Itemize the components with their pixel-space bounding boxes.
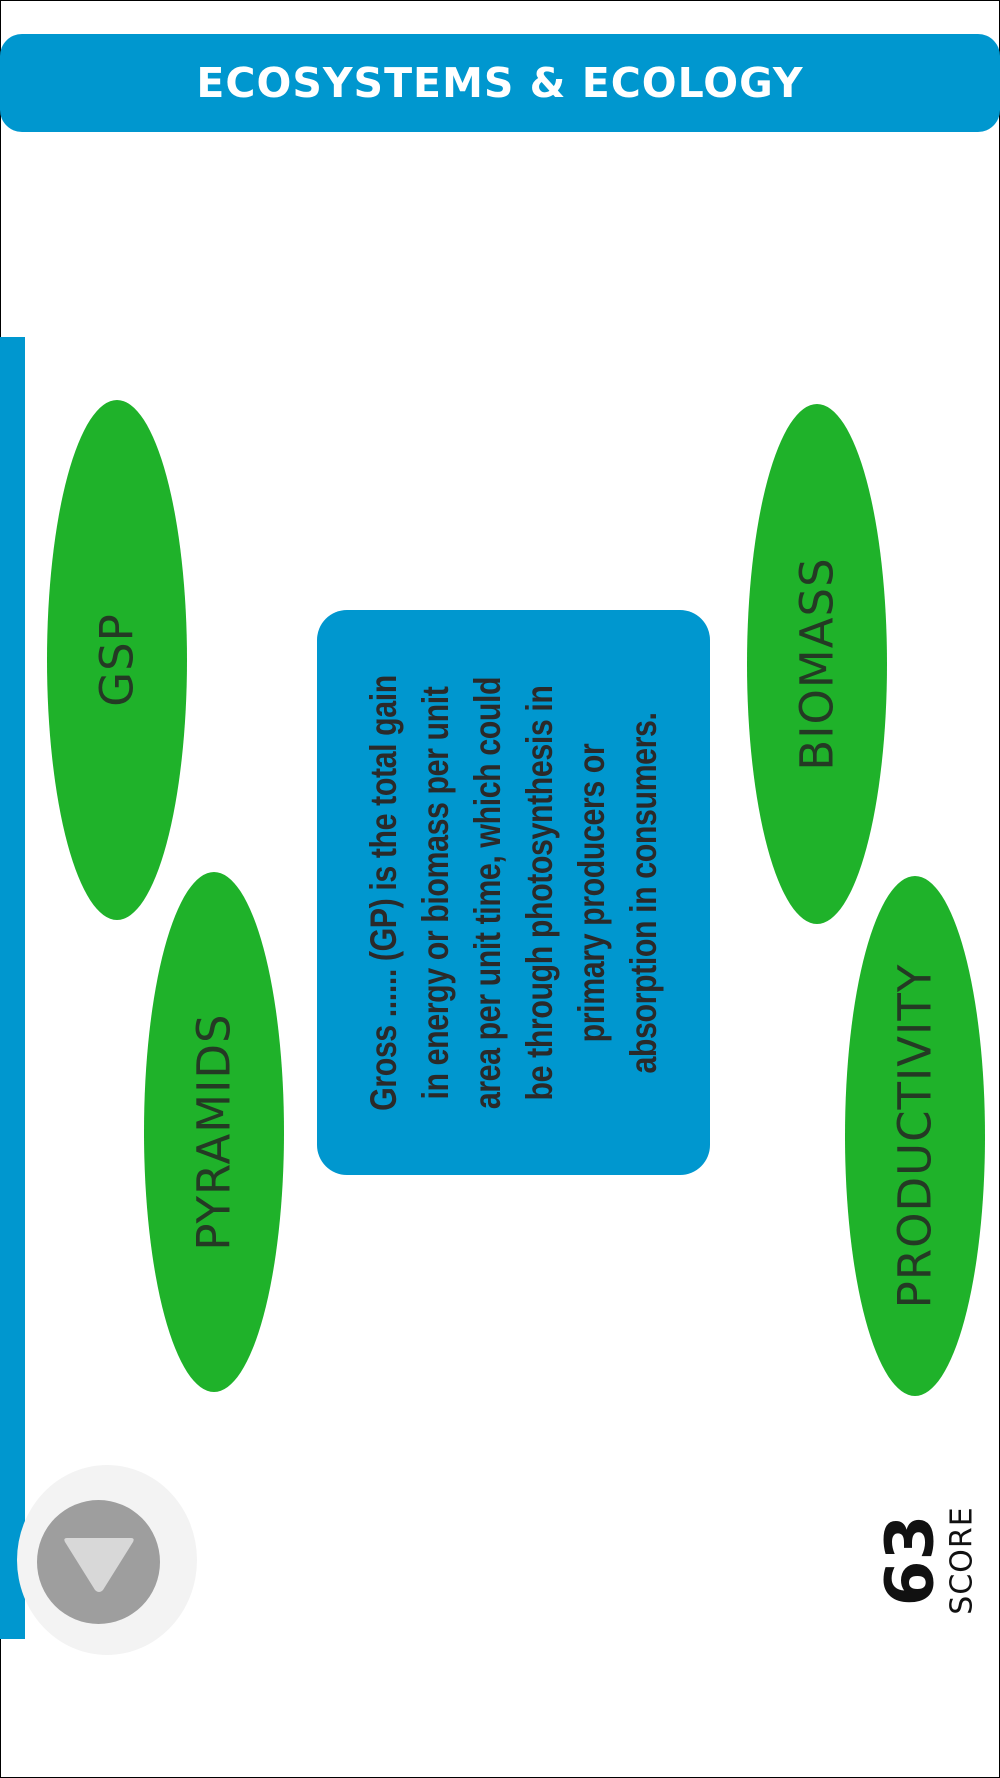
score-display: 63 SCORE xyxy=(850,1500,980,1620)
answer-option-pyramids[interactable]: PYRAMIDS xyxy=(144,872,284,1392)
side-progress-bar xyxy=(0,337,25,1639)
title-bar: ECOSYSTEMS & ECOLOGY xyxy=(0,34,1000,132)
question-card: Gross ...... (GP) is the total gain in e… xyxy=(317,610,710,1175)
score-label-wrap: SCORE xyxy=(922,1500,1000,1620)
answer-option-label: BIOMASS xyxy=(790,557,844,771)
game-title: ECOSYSTEMS & ECOLOGY xyxy=(196,59,804,107)
question-text-content: Gross ...... (GP) is the total gain in e… xyxy=(362,674,664,1111)
answer-option-label: PYRAMIDS xyxy=(187,1013,241,1251)
triangle-down-icon xyxy=(64,1538,134,1592)
question-text: Gross ...... (GP) is the total gain in e… xyxy=(358,620,670,1165)
score-label: SCORE xyxy=(944,1505,980,1615)
answer-option-biomass[interactable]: BIOMASS xyxy=(747,404,887,924)
answer-option-productivity[interactable]: PRODUCTIVITY xyxy=(845,876,985,1396)
answer-option-label: PRODUCTIVITY xyxy=(888,963,942,1309)
toggle-button[interactable] xyxy=(37,1500,160,1624)
answer-option-gsp[interactable]: GSP xyxy=(47,400,187,920)
answer-option-label: GSP xyxy=(90,613,144,707)
